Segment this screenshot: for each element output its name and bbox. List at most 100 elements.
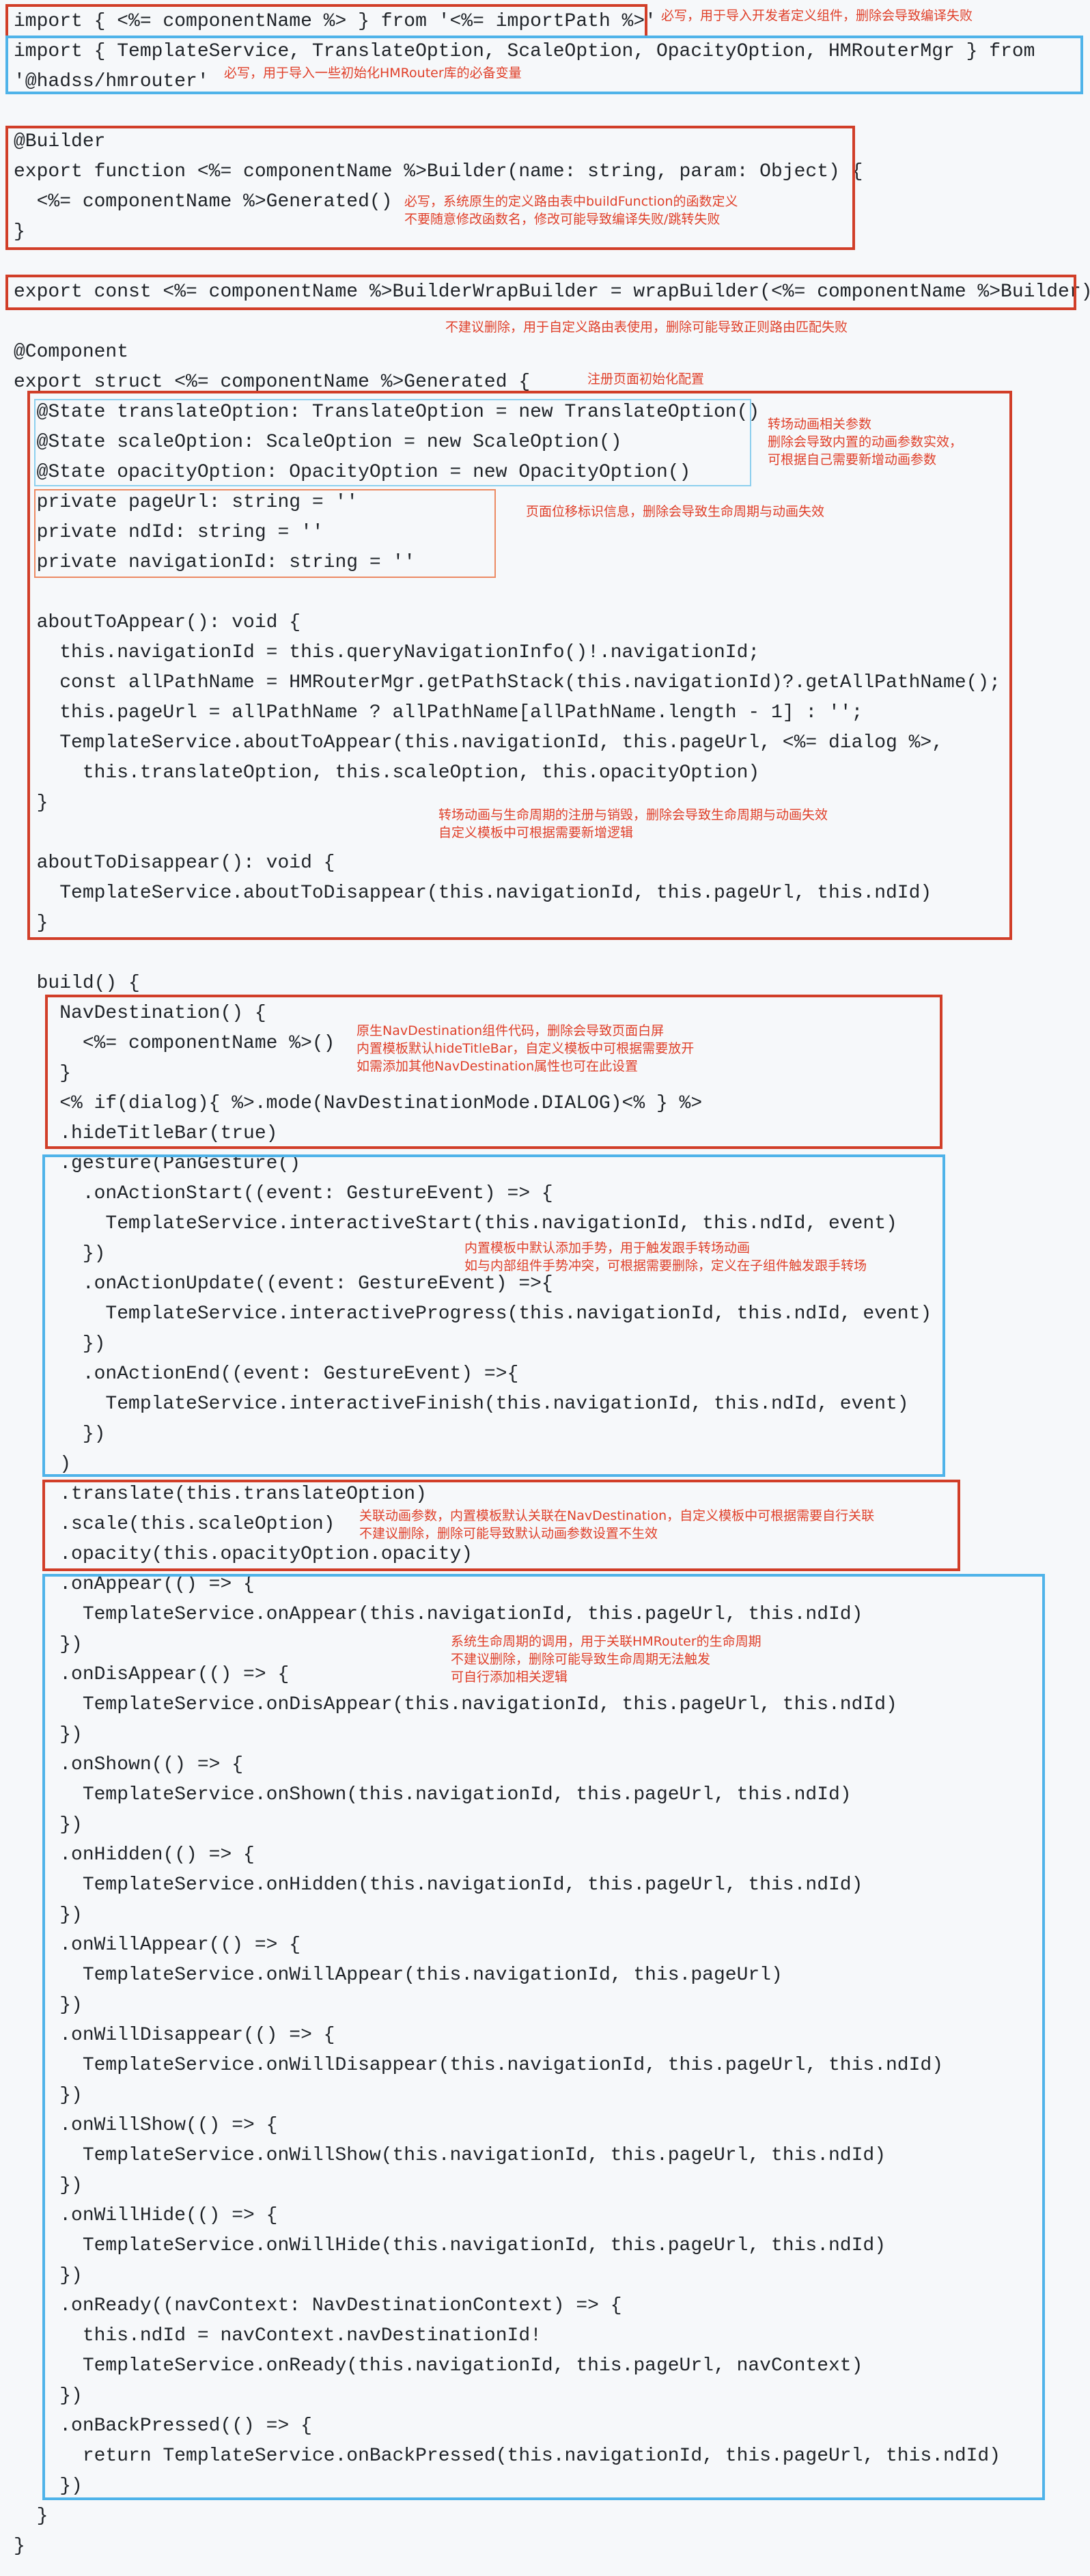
- annotation-anim-params-line1: 转场动画相关参数: [768, 417, 872, 432]
- code-line: @State scaleOption: ScaleOption = new Sc…: [14, 432, 622, 453]
- annotation-import-hmrouter: 必写，用于导入一些初始化HMRouter库的必备变量: [224, 66, 522, 81]
- code-line: export struct <%= componentName %>Genera…: [14, 372, 531, 393]
- annotation-lifecycle-reg-line2: 自定义模板中可根据需要新增逻辑: [438, 825, 634, 840]
- code-line: import { TemplateService, TranslateOptio…: [14, 41, 1035, 62]
- code-line: .onWillHide(() => {: [14, 2205, 278, 2226]
- annotation-gesture-line2: 如与内部组件手势冲突，可根据需要删除，定义在子组件触发跟手转场: [464, 1258, 867, 1273]
- code-line: }: [14, 2536, 25, 2557]
- code-line: return TemplateService.onBackPressed(thi…: [14, 2446, 1001, 2467]
- code-line: .onActionEnd((event: GestureEvent) =>{: [14, 1363, 519, 1385]
- code-line: }): [14, 1424, 106, 1445]
- code-line: }): [14, 1634, 83, 1655]
- code-line: .onHidden(() => {: [14, 1844, 255, 1866]
- code-line: NavDestination() {: [14, 1003, 266, 1024]
- code-line: }): [14, 1814, 83, 1836]
- code-line: export function <%= componentName %>Buil…: [14, 161, 863, 182]
- code-line: this.pageUrl = allPathName ? allPathName…: [14, 702, 863, 723]
- code-line: export const <%= componentName %>Builder…: [14, 281, 1090, 303]
- code-line: }): [14, 1333, 106, 1355]
- code-line: }): [14, 2175, 83, 2196]
- annotation-anim-params-line2: 删除会导致内置的动画参数实效，: [768, 434, 963, 449]
- code-line: <%= componentName %>(): [14, 1033, 335, 1054]
- code-line: }): [14, 2085, 83, 2106]
- code-line: }): [14, 2385, 83, 2407]
- annotation-lifecycle-reg-line1: 转场动画与生命周期的注册与销毁，删除会导致生命周期与动画失效: [438, 807, 828, 822]
- code-line: TemplateService.onWillShow(this.navigati…: [14, 2145, 886, 2166]
- code-line: }): [14, 1724, 83, 1745]
- code-line: '@hadss/hmrouter': [14, 71, 209, 92]
- code-line: this.translateOption, this.scaleOption, …: [14, 762, 760, 784]
- code-line: aboutToAppear(): void {: [14, 612, 301, 633]
- annotation-lifecycle-call-line3: 可自行添加相关逻辑: [451, 1670, 568, 1685]
- code-line: private ndId: string = '': [14, 522, 324, 543]
- code-line: TemplateService.onDisAppear(this.navigat…: [14, 1694, 897, 1715]
- code-line: @State opacityOption: OpacityOption = ne…: [14, 462, 691, 483]
- code-line: aboutToDisappear(): void {: [14, 853, 335, 874]
- annotation-lifecycle-call-line2: 不建议删除，删除可能导致生命周期无法触发: [451, 1652, 711, 1667]
- annotation-wrap-builder: 不建议删除，用于自定义路由表使用，删除可能导致正则路由匹配失败: [445, 320, 848, 335]
- code-line: build() {: [14, 973, 140, 994]
- code-line: private navigationId: string = '': [14, 552, 416, 573]
- annotation-builder-line2: 不要随意修改函数名，修改可能导致编译失败/跳转失败: [404, 212, 721, 227]
- code-line: const allPathName = HMRouterMgr.getPathS…: [14, 672, 1001, 693]
- annotation-navdest-line3: 如需添加其他NavDestination属性也可在此设置: [357, 1059, 639, 1074]
- code-line: TemplateService.onWillAppear(this.naviga…: [14, 1965, 783, 1986]
- annotation-lifecycle-call-line1: 系统生命周期的调用，用于关联HMRouter的生命周期: [451, 1634, 761, 1649]
- code-line: private pageUrl: string = '': [14, 492, 359, 513]
- code-line: @Component: [14, 342, 129, 363]
- code-line: .opacity(this.opacityOption.opacity): [14, 1544, 473, 1565]
- code-line: }: [14, 913, 48, 934]
- code-line: TemplateService.onHidden(this.navigation…: [14, 1874, 863, 1896]
- code-line: @Builder: [14, 131, 106, 152]
- code-line: TemplateService.onWillDisappear(this.nav…: [14, 2055, 944, 2076]
- code-line: <%= componentName %>Generated(): [14, 191, 393, 212]
- code-line: .gesture(PanGesture(): [14, 1153, 301, 1174]
- code-line: TemplateService.interactiveStart(this.na…: [14, 1213, 897, 1234]
- code-line: this.navigationId = this.queryNavigation…: [14, 642, 760, 663]
- code-line: }): [14, 2476, 83, 2497]
- code-line: .onWillShow(() => {: [14, 2115, 278, 2136]
- annotation-anim-bind-line2: 不建议删除，删除可能导致默认动画参数设置不生效: [359, 1526, 658, 1541]
- code-line: }: [14, 221, 25, 243]
- code-line: <% if(dialog){ %>.mode(NavDestinationMod…: [14, 1093, 703, 1114]
- annotation-builder-line1: 必写，系统原生的定义路由表中buildFunction的函数定义: [404, 194, 738, 209]
- annotation-gesture-line1: 内置模板中默认添加手势，用于触发跟手转场动画: [464, 1241, 751, 1256]
- code-line: }): [14, 1905, 83, 1926]
- code-line: .onWillDisappear(() => {: [14, 2025, 335, 2046]
- code-line: TemplateService.onAppear(this.navigation…: [14, 1604, 863, 1625]
- code-line: .hideTitleBar(true): [14, 1123, 278, 1144]
- code-line: import { <%= componentName %> } from '<%…: [14, 11, 656, 32]
- code-line: .scale(this.scaleOption): [14, 1514, 335, 1535]
- code-line: }: [14, 2506, 48, 2527]
- code-line: ): [14, 1454, 72, 1475]
- annotation-page-id: 页面位移标识信息，删除会导致生命周期与动画失效: [526, 504, 825, 519]
- annotation-anim-params-line3: 可根据自己需要新增动画参数: [768, 452, 937, 467]
- code-line: .onActionUpdate((event: GestureEvent) =>…: [14, 1273, 553, 1294]
- code-line: .onShown(() => {: [14, 1754, 244, 1775]
- code-line: }): [14, 2265, 83, 2286]
- code-line: .onDisAppear(() => {: [14, 1664, 290, 1685]
- annotation-navdest-line1: 原生NavDestination组件代码，删除会导致页面白屏: [357, 1023, 665, 1038]
- code-line: TemplateService.aboutToDisappear(this.na…: [14, 883, 932, 904]
- code-line: }): [14, 1243, 106, 1264]
- code-line: }): [14, 1995, 83, 2016]
- code-line: .onActionStart((event: GestureEvent) => …: [14, 1183, 553, 1204]
- code-line: TemplateService.onReady(this.navigationI…: [14, 2355, 863, 2377]
- code-line: TemplateService.interactiveProgress(this…: [14, 1303, 932, 1325]
- annotation-anim-bind-line1: 关联动画参数，内置模板默认关联在NavDestination，自定义模板中可根据…: [359, 1508, 875, 1523]
- code-line: TemplateService.aboutToAppear(this.navig…: [14, 732, 944, 753]
- code-line: .onWillAppear(() => {: [14, 1935, 301, 1956]
- code-line: this.ndId = navContext.navDestinationId!: [14, 2325, 542, 2346]
- code-line: TemplateService.interactiveFinish(this.n…: [14, 1394, 909, 1415]
- code-line: .onReady((navContext: NavDestinationCont…: [14, 2295, 622, 2316]
- code-line: }: [14, 792, 48, 814]
- code-line: .translate(this.translateOption): [14, 1484, 427, 1505]
- code-line: }: [14, 1063, 72, 1084]
- code-line: TemplateService.onWillHide(this.navigati…: [14, 2235, 886, 2256]
- code-line: .onBackPressed(() => {: [14, 2415, 312, 2437]
- code-line: TemplateService.onShown(this.navigationI…: [14, 1784, 852, 1805]
- annotation-navdest-line2: 内置模板默认hideTitleBar，自定义模板中可根据需要放开: [357, 1041, 695, 1056]
- code-line: .onAppear(() => {: [14, 1574, 255, 1595]
- annotation-import-component: 必写，用于导入开发者定义组件，删除会导致编译失败: [661, 8, 973, 23]
- code-line: @State translateOption: TranslateOption …: [14, 402, 760, 423]
